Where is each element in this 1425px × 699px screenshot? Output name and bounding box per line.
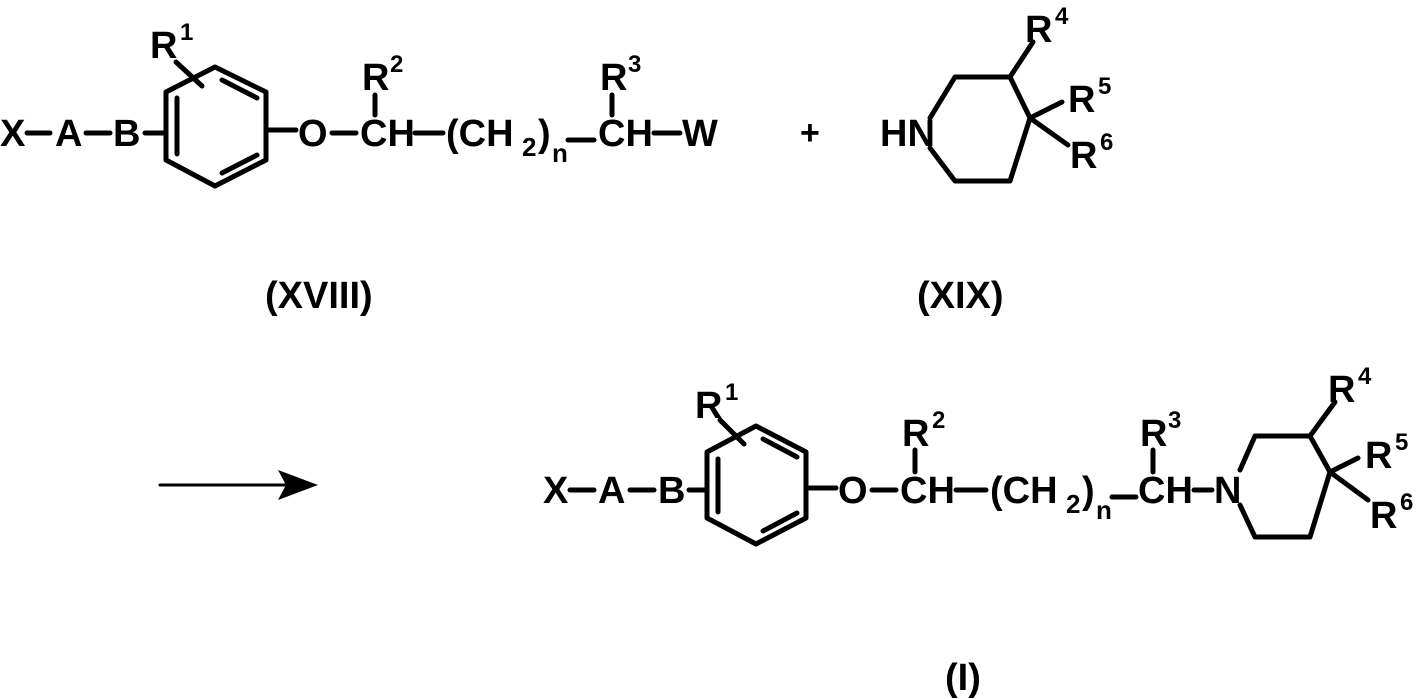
- plus-sign: +: [800, 114, 820, 152]
- p-r5-label: R: [1365, 435, 1392, 477]
- p-ch2-group: (CH: [990, 470, 1058, 512]
- r5-superscript: 5: [1098, 73, 1111, 100]
- p-atom-b: B: [658, 470, 685, 512]
- p-n-subscript: n: [1096, 495, 1112, 525]
- atom-o: O: [298, 113, 328, 155]
- p-r2-superscript: 2: [932, 407, 945, 434]
- p-r3-label: R: [1140, 413, 1167, 455]
- product-i: X A B R 1 O CH R 2 (CH 2 ) n CH R 3 N: [543, 363, 1413, 544]
- p-r3-superscript: 3: [1168, 407, 1181, 434]
- r4-label: R: [1025, 9, 1052, 51]
- reaction-arrow: [160, 470, 318, 500]
- atom-ch-2: CH: [598, 113, 653, 155]
- ch2-close: ): [538, 113, 551, 155]
- ch2-subscript: 2: [522, 132, 536, 162]
- r2-superscript: 2: [390, 51, 403, 78]
- atom-x: X: [0, 113, 26, 155]
- p-ch2-close: ): [1082, 470, 1095, 512]
- compound-label-xix: (XIX): [917, 275, 1004, 317]
- r6-label: R: [1070, 135, 1097, 177]
- p-atom-a: A: [598, 470, 625, 512]
- compound-label-i: (I): [945, 657, 981, 699]
- p-piperidine-ring: [1240, 436, 1330, 537]
- p-bond-ring-r6: [1330, 472, 1368, 500]
- bond-ring-r6: [1030, 118, 1068, 145]
- atom-ch-1: CH: [360, 113, 415, 155]
- p-ch2-subscript: 2: [1066, 489, 1080, 519]
- r3-label: R: [600, 57, 627, 99]
- compound-label-xviii: (XVIII): [265, 275, 373, 317]
- n-subscript: n: [552, 138, 568, 168]
- p-atom-n: N: [1214, 470, 1241, 512]
- p-atom-o: O: [838, 470, 868, 512]
- p-r5-superscript: 5: [1395, 429, 1408, 456]
- r4-superscript: 4: [1055, 3, 1069, 30]
- atom-w: W: [682, 113, 718, 155]
- piperidine-ring: [930, 77, 1030, 181]
- ch2-group: (CH: [446, 113, 514, 155]
- p-r2-label: R: [902, 413, 929, 455]
- p-r4-label: R: [1328, 369, 1355, 411]
- p-r6-superscript: 6: [1400, 489, 1413, 516]
- p-atom-ch-1: CH: [900, 470, 955, 512]
- r5-label: R: [1068, 79, 1095, 121]
- atom-a: A: [55, 113, 82, 155]
- bond-ring-r5: [1030, 102, 1062, 118]
- p-benzene-ring: [707, 426, 806, 544]
- p-atom-ch-2: CH: [1138, 470, 1193, 512]
- r3-superscript: 3: [628, 51, 641, 78]
- r1-label: R: [150, 25, 177, 67]
- p-atom-x: X: [543, 470, 569, 512]
- p-r6-label: R: [1370, 495, 1397, 537]
- atom-b: B: [113, 113, 140, 155]
- reactant-xix: HN R 4 R 5 R 6: [880, 3, 1113, 181]
- reactant-xviii: X A B R 1 O CH R 2 (CH 2 ) n CH R 3 W: [0, 19, 718, 186]
- p-r1-superscript: 1: [725, 379, 738, 406]
- r2-label: R: [362, 57, 389, 99]
- atom-hn: HN: [880, 113, 935, 155]
- r6-superscript: 6: [1100, 129, 1113, 156]
- r1-superscript: 1: [180, 19, 193, 46]
- p-r4-superscript: 4: [1358, 363, 1372, 390]
- p-r1-label: R: [695, 385, 722, 427]
- benzene-ring: [166, 67, 266, 186]
- p-bond-ring-r5: [1330, 458, 1358, 472]
